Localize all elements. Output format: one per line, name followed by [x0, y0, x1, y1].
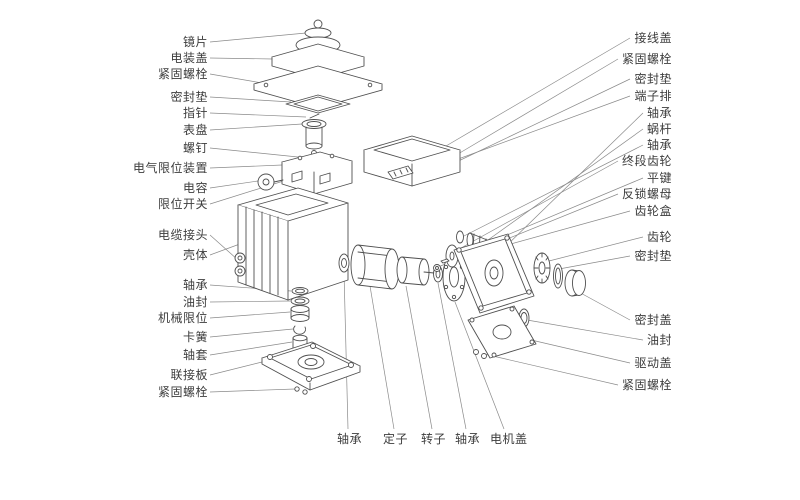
label-seal-gasket-wiring: 密封垫 — [634, 72, 672, 86]
label-bearing-left: 轴承 — [182, 278, 208, 292]
label-bearing-motor-front: 轴承 — [337, 432, 363, 446]
label-housing: 壳体 — [182, 248, 208, 262]
part-seal-gasket-cover — [285, 94, 351, 114]
label-locking-nut: 反锁螺母 — [621, 187, 672, 201]
label-seal-cover: 密封盖 — [634, 313, 672, 327]
label-bearing-motor-rear: 轴承 — [455, 432, 481, 446]
label-rotor: 转子 — [421, 432, 447, 446]
label-cable-connector: 电缆接头 — [157, 228, 208, 242]
label-fastening-bolt-plate: 紧固螺栓 — [157, 385, 208, 399]
label-fastening-bolt-cover: 紧固螺栓 — [157, 67, 208, 81]
label-pointer: 指针 — [182, 106, 208, 120]
part-indicator — [301, 113, 327, 156]
label-shaft-sleeve: 轴套 — [182, 348, 208, 362]
label-mechanical-limit: 机械限位 — [157, 311, 208, 325]
label-gear-box: 齿轮盒 — [634, 204, 672, 218]
label-connecting-plate: 联接板 — [170, 368, 208, 382]
part-output-gear-set — [533, 252, 586, 297]
label-worm: 蜗杆 — [646, 122, 672, 136]
label-motor-cover: 电机盖 — [490, 432, 528, 446]
part-housing — [234, 187, 349, 301]
label-wiring-cover: 接线盖 — [634, 31, 672, 45]
label-oil-seal-right: 油封 — [646, 333, 672, 347]
label-final-stage-gear: 终段齿轮 — [621, 154, 672, 168]
label-terminal-block: 端子排 — [634, 89, 672, 103]
label-limit-switch: 限位开关 — [157, 197, 208, 211]
part-wiring-cover — [363, 135, 461, 187]
label-oil-seal-left: 油封 — [182, 295, 208, 309]
label-electric-limit-device: 电气限位装置 — [132, 161, 208, 175]
label-bearing-worm-lower: 轴承 — [646, 138, 672, 152]
part-electric-cover — [253, 19, 383, 109]
label-dial: 表盘 — [182, 123, 208, 137]
label-drive-cover: 驱动盖 — [634, 356, 672, 370]
label-electric-cover: 电装盖 — [170, 51, 208, 65]
label-stator: 定子 — [383, 432, 409, 446]
label-gear: 齿轮 — [646, 230, 672, 244]
label-screw: 螺钉 — [182, 141, 208, 155]
part-gear-box — [453, 233, 535, 314]
label-circlip: 卡簧 — [182, 330, 208, 344]
label-seal-gasket-gear: 密封垫 — [634, 249, 672, 263]
part-drive-cover — [467, 305, 537, 359]
part-connecting-plate — [261, 341, 361, 395]
label-flat-key: 平键 — [646, 171, 672, 185]
label-bearing-worm-upper: 轴承 — [646, 106, 672, 120]
label-capacitor: 电容 — [182, 181, 208, 195]
label-fastening-bolt-drive: 紧固螺栓 — [621, 378, 672, 392]
label-fastening-bolt-wiring: 紧固螺栓 — [621, 52, 672, 66]
part-lower-shaft-set — [290, 287, 310, 354]
part-electric-limit-device — [257, 151, 353, 195]
label-lens: 镜片 — [182, 35, 208, 49]
label-seal-gasket-cover: 密封垫 — [170, 90, 208, 104]
